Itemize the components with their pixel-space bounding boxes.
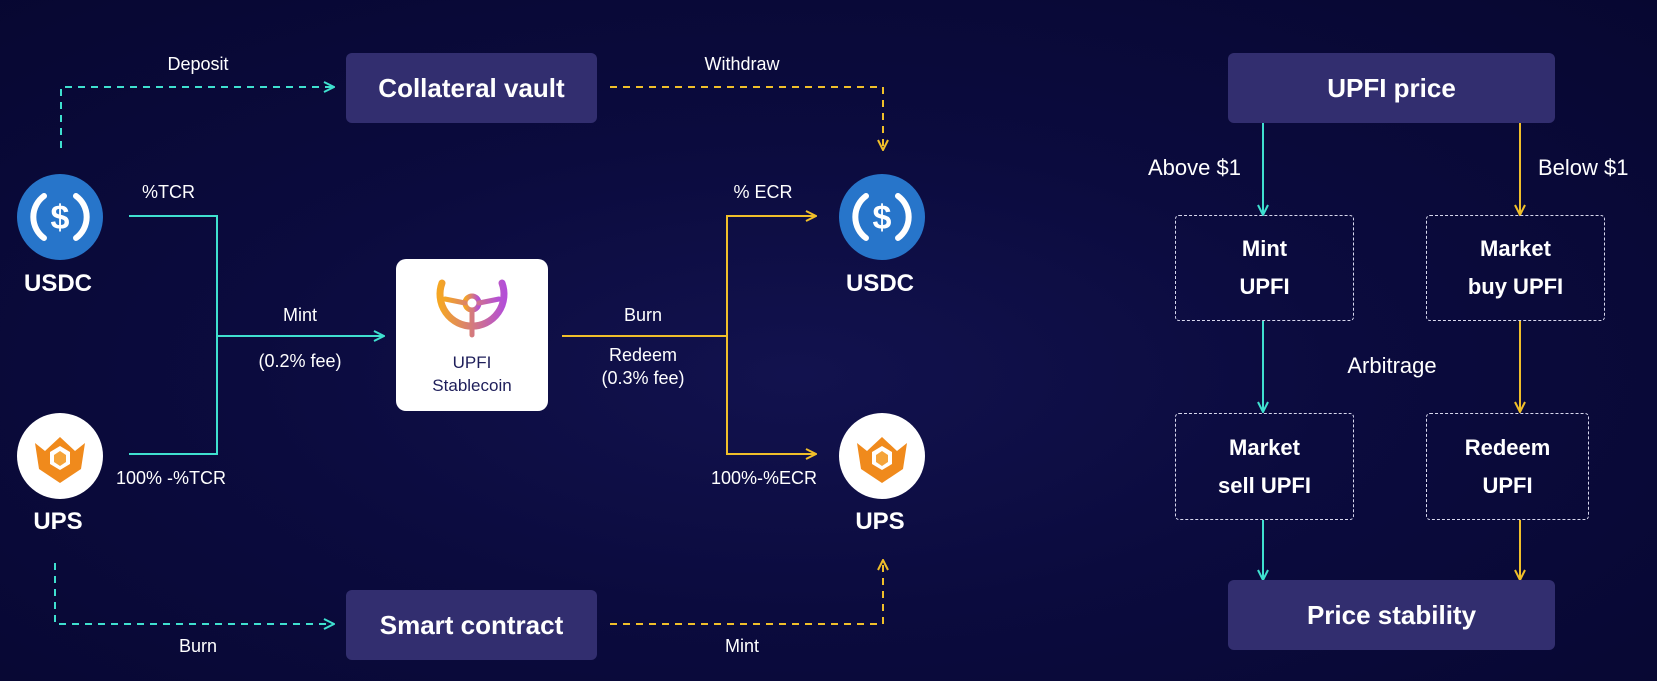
market-sell-line1: Market: [1229, 434, 1300, 460]
upfi-logo-icon: [436, 279, 508, 338]
tcr-label: %TCR: [142, 182, 195, 202]
mint-label: Mint: [282, 305, 318, 325]
ecr-rest-label: 100%-%ECR: [710, 468, 818, 488]
redeem-upfi-line1: Redeem: [1464, 434, 1551, 460]
mint-upfi-line2: UPFI: [1239, 274, 1290, 299]
usdc-left-label: USDC: [23, 270, 93, 297]
ecr-rest-arrow: [726, 336, 816, 454]
usdc-right-label: USDC: [845, 270, 915, 297]
price-stability-label: Price stability: [1306, 599, 1477, 630]
market-buy-box: Market buy UPFI: [1426, 215, 1605, 321]
usdc-coin-icon: $: [17, 174, 103, 260]
burn-ups-arrow: [54, 563, 334, 624]
upfi-stablecoin-card: UPFI Stablecoin: [396, 259, 548, 411]
withdraw-label: Withdraw: [704, 54, 780, 74]
market-buy-line1: Market: [1480, 236, 1551, 261]
collateral-vault-label: Collateral vault: [378, 72, 565, 103]
burn-bottom-label: Burn: [178, 636, 218, 656]
market-sell-box: Market sell UPFI: [1175, 413, 1354, 520]
ups-left-label: UPS: [33, 508, 83, 535]
price-stability-box: Price stability: [1228, 580, 1555, 650]
ups-coin-icon: [17, 413, 103, 499]
mint-fee-label: (0.2% fee): [258, 351, 342, 371]
redeem-fee-label: (0.3% fee): [601, 368, 685, 388]
mint-upfi-box: Mint UPFI: [1175, 215, 1354, 321]
upfi-price-label: UPFI price: [1327, 72, 1456, 103]
svg-text:$: $: [51, 199, 70, 237]
collateral-vault-box: Collateral vault: [346, 53, 597, 123]
ups-right-label: UPS: [855, 508, 905, 535]
upfi-line2: Stablecoin: [432, 376, 512, 395]
redeem-upfi-box: Redeem UPFI: [1426, 413, 1589, 520]
redeem-label: Redeem: [608, 345, 678, 365]
deposit-arrow: [60, 87, 334, 148]
tcr-line: [129, 215, 218, 455]
usdc-coin-right-icon: $: [839, 174, 925, 260]
mint-ups-arrow: [610, 560, 883, 625]
mint-upfi-line1: Mint: [1241, 236, 1288, 261]
below-label: Below $1: [1538, 155, 1629, 180]
tcr-rest-label: 100% -%TCR: [116, 468, 227, 488]
arbitrage-label: Arbitrage: [1347, 353, 1437, 378]
ups-coin-right-icon: [839, 413, 925, 499]
burn-label: Burn: [623, 305, 663, 325]
ecr-arrow: [726, 216, 816, 336]
svg-text:$: $: [873, 199, 892, 237]
smart-contract-box: Smart contract: [346, 590, 597, 660]
ecr-label: % ECR: [733, 182, 793, 202]
market-buy-line2: buy UPFI: [1467, 274, 1564, 299]
upfi-price-box: UPFI price: [1228, 53, 1555, 123]
deposit-label: Deposit: [167, 54, 229, 74]
mint-bottom-label: Mint: [724, 636, 760, 656]
smart-contract-label: Smart contract: [379, 609, 564, 640]
above-label: Above $1: [1148, 155, 1241, 180]
market-sell-line2: sell UPFI: [1218, 472, 1311, 498]
redeem-upfi-line2: UPFI: [1482, 472, 1533, 498]
upfi-line1: UPFI: [452, 353, 492, 372]
withdraw-arrow: [610, 86, 883, 150]
